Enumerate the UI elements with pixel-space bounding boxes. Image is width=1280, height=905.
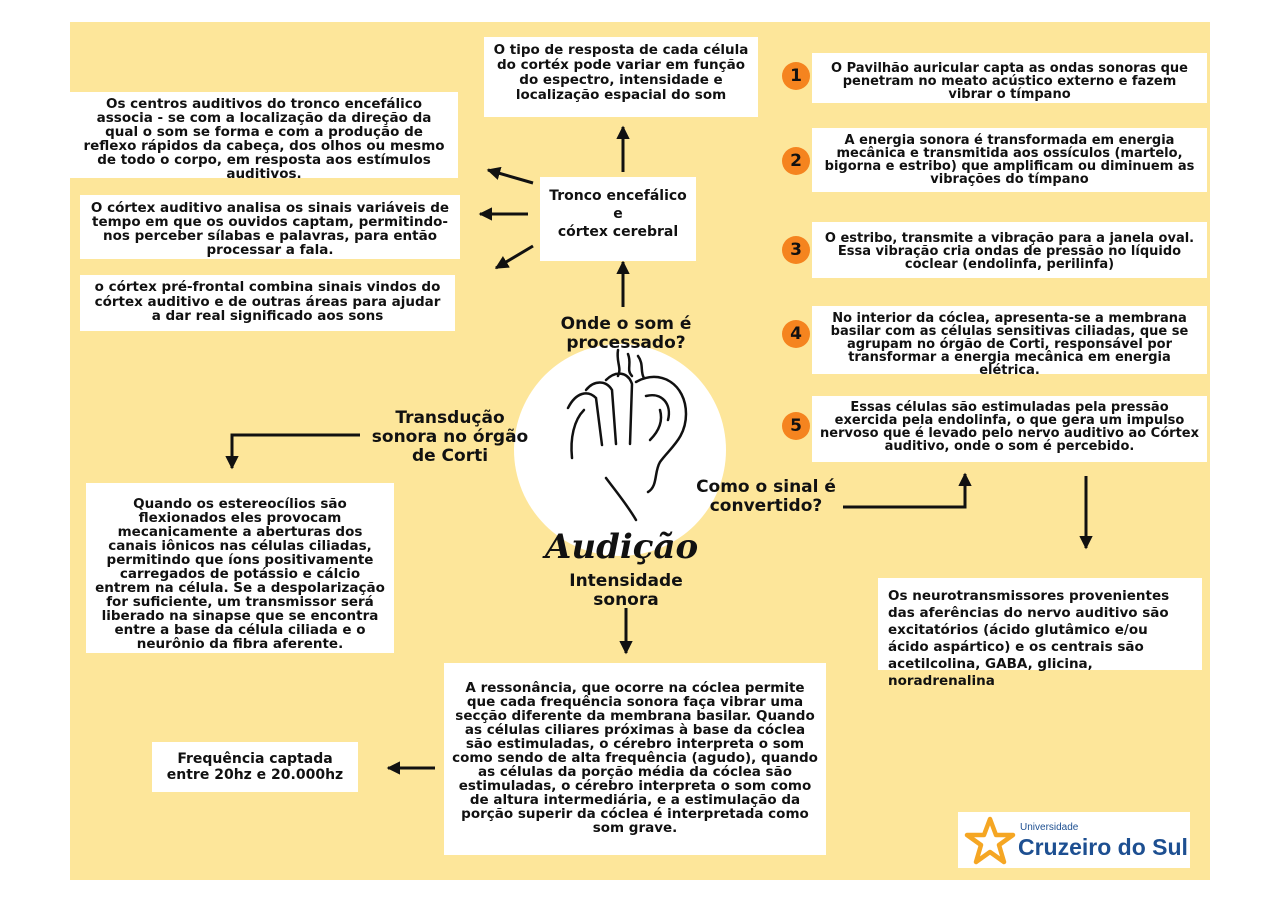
title-audicao: Audição	[545, 527, 699, 567]
step-badge-3: 3	[782, 236, 810, 264]
ear-icon	[566, 348, 688, 522]
top-info-box: O tipo de resposta de cada célula do cor…	[484, 37, 758, 117]
step-box-3: O estribo, transmite a vibração para a j…	[812, 222, 1207, 278]
step-box-4: No interior da cóclea, apresenta-se a me…	[812, 306, 1207, 377]
arrow-to-left-box-1	[486, 166, 534, 185]
label-transduction: Transdução sonora no órgão de Corti	[371, 408, 529, 466]
step-badge-1: 1	[782, 62, 810, 90]
center-node-line-1: Tronco encefálico	[549, 188, 687, 204]
step-badge-2: 2	[782, 147, 810, 175]
step-badge-4: 4	[782, 320, 810, 348]
resonance-box: A ressonância, que ocorre na cóclea perm…	[444, 663, 826, 855]
arrow-to-corti-box	[225, 433, 360, 470]
step-badge-5: 5	[782, 412, 810, 440]
neurotransmitters-box: Os neurotransmissores provenientes das a…	[878, 578, 1202, 689]
arrow-to-steps	[843, 472, 972, 509]
center-node-line-3: córtex cerebral	[557, 224, 679, 240]
arrow-to-left-box-3	[494, 244, 534, 270]
step-box-5: Essas células são estimuladas pela press…	[812, 396, 1207, 462]
frequency-box: Frequência captada entre 20hz e 20.000hz	[152, 742, 358, 792]
left-box-prefrontal-cortex: o córtex pré-frontal combina sinais vind…	[80, 275, 455, 331]
logo-line-1: Universidade	[1020, 822, 1079, 833]
university-logo: Universidade Cruzeiro do Sul	[958, 812, 1190, 868]
center-node-line-2: e	[613, 206, 623, 222]
step-box-1: O Pavilhão auricular capta as ondas sono…	[812, 53, 1207, 103]
corti-box: Quando os estereocílios são flexionados …	[86, 483, 394, 653]
logo-line-2: Cruzeiro do Sul	[1018, 834, 1188, 860]
left-box-brainstem: Os centros auditivos do tronco encefálic…	[70, 92, 458, 181]
step-box-2: A energia sonora é transformada em energ…	[812, 128, 1207, 192]
label-where-processed: Onde o som é processado?	[560, 314, 692, 353]
center-node: Tronco encefálico e córtex cerebral	[540, 177, 696, 261]
label-intensity: Intensidade sonora	[569, 571, 683, 610]
left-box-auditory-cortex: O córtex auditivo analisa os sinais vari…	[80, 195, 460, 259]
ear-illustration	[514, 344, 726, 556]
label-how-converted: Como o sinal é convertido?	[696, 477, 836, 516]
ear-circle	[514, 344, 726, 556]
star-logo-icon	[964, 816, 1016, 865]
